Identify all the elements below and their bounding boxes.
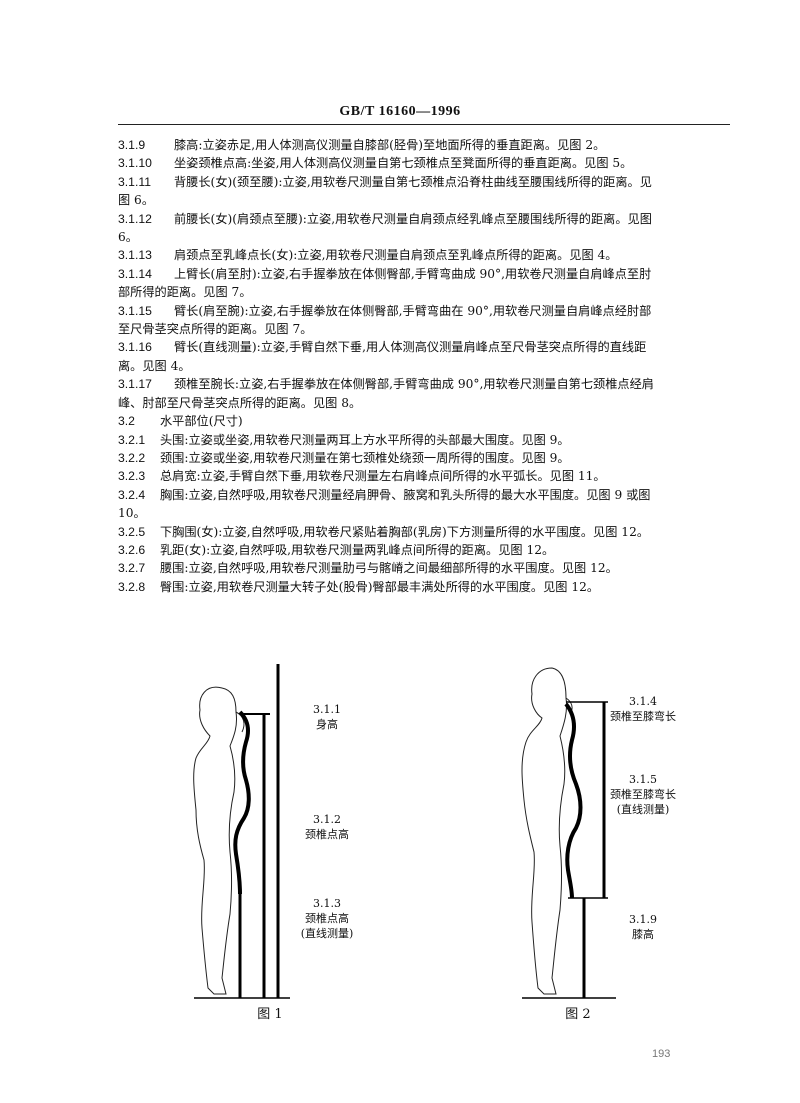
- clause-3-1-9: 3.1.9 膝高:立姿赤足,用人体测高仪测量自膝部(胫骨)至地面所得的垂直距离。见…: [118, 136, 732, 154]
- clause-3-2-1: 3.2.1 头围:立姿或坐姿,用软卷尺测量两耳上方水平所得的头部最大围度。见图 9…: [118, 431, 732, 449]
- clause-text: 乳距(女):立姿,自然呼吸,用软卷尺测量两乳峰点间所得的距离。见图 12。: [160, 542, 555, 557]
- clause-text: 臂长(肩至腕):立姿,右手握拳放在体侧臀部,手臂弯曲在 90°,用软卷尺测量自肩…: [174, 303, 652, 318]
- clause-3-2-2: 3.2.2 颈围:立姿或坐姿,用软卷尺测量在第七颈椎处绕颈一周所得的围度。见图 9…: [118, 449, 732, 467]
- clause-number: 3.1.14: [118, 266, 152, 281]
- label-name: 颈椎点高: [305, 828, 349, 841]
- clause-3-1-15: 3.1.15 臂长(肩至腕):立姿,右手握拳放在体侧臀部,手臂弯曲在 90°,用软…: [118, 302, 732, 339]
- clause-3-2-8: 3.2.8 臀围:立姿,用软卷尺测量大转子处(股骨)臀部最丰满处所得的水平围度。见…: [118, 578, 732, 596]
- body-text: 3.1.9 膝高:立姿赤足,用人体测高仪测量自膝部(胫骨)至地面所得的垂直距离。见…: [118, 136, 732, 596]
- spine-line: [564, 702, 583, 899]
- page-header: GB/T 16160—1996: [339, 104, 461, 119]
- clause-number: 3.2.5: [118, 524, 146, 539]
- clause-number: 3.2.3: [118, 469, 146, 484]
- clause-number: 3.1.16: [118, 340, 152, 355]
- figure-1-caption: 图 1: [257, 1007, 283, 1022]
- spine-line: [233, 710, 251, 895]
- clause-3-2-5: 3.2.5 下胸围(女):立姿,自然呼吸,用软卷尺紧贴着胸部(乳房)下方测量所得的…: [118, 523, 732, 541]
- clause-text: 上臂长(肩至肘):立姿,右手握拳放在体侧臀部,手臂弯曲成 90°,用软卷尺测量自…: [174, 266, 652, 281]
- clause-3-1-12: 3.1.12 前腰长(女)(肩颈点至腰):立姿,用软卷尺测量自肩颈点经乳峰点至腰围…: [118, 210, 732, 247]
- clause-3-2-4: 3.2.4 胸围:立姿,自然呼吸,用软卷尺测量经肩胛骨、腋窝和乳头所得的最大水平围…: [118, 486, 732, 523]
- label-3-1-1: 3.1.1 身高: [282, 702, 372, 732]
- clause-number: 3.1.17: [118, 377, 152, 392]
- clause-text-cont: 离。见图 4。: [118, 358, 191, 373]
- clause-text: 前腰长(女)(肩颈点至腰):立姿,用软卷尺测量自肩颈点经乳峰点至腰围线所得的距离…: [174, 211, 652, 226]
- clause-3-1-10: 3.1.10 坐姿颈椎点高:坐姿,用人体测高仪测量自第七颈椎点至凳面所得的垂直距离…: [118, 154, 732, 172]
- label-3-1-5: 3.1.5 颈椎至膝弯长 (直线测量): [598, 772, 688, 817]
- label-3-1-9: 3.1.9 膝高: [598, 912, 688, 942]
- clause-number: 3.2.4: [118, 487, 146, 502]
- clause-text-cont: 图 6。: [118, 193, 155, 208]
- clause-text: 腰围:立姿,自然呼吸,用软卷尺测量肋弓与髂嵴之间最细部所得的水平围度。见图 12…: [160, 561, 618, 576]
- label-name: 颈椎点高: [305, 912, 349, 925]
- clause-number: 3.2.1: [118, 432, 146, 447]
- page-number: 193: [652, 1048, 671, 1060]
- figure-2-drawing: [521, 667, 616, 999]
- clause-3-2-6: 3.2.6 乳距(女):立姿,自然呼吸,用软卷尺测量两乳峰点间所得的距离。见图 1…: [118, 541, 732, 559]
- clause-text: 臂长(直线测量):立姿,手臂自然下垂,用人体测高仪测量肩峰点至尺骨茎突点所得的直…: [174, 340, 647, 355]
- clause-text: 臀围:立姿,用软卷尺测量大转子处(股骨)臀部最丰满处所得的水平围度。见图 12。: [160, 579, 600, 594]
- back-head-line: [235, 711, 245, 733]
- clause-text: 背腰长(女)(颈至腰):立姿,用软卷尺测量自第七颈椎点沿脊柱曲线至腰围线所得的距…: [174, 174, 652, 189]
- clause-number: 3.1.13: [118, 248, 152, 263]
- clause-text: 坐姿颈椎点高:坐姿,用人体测高仪测量自第七颈椎点至凳面所得的垂直距离。见图 5。: [174, 156, 633, 171]
- clause-3-1-11: 3.1.11 背腰长(女)(颈至腰):立姿,用软卷尺测量自第七颈椎点沿脊柱曲线至腰…: [118, 173, 732, 210]
- body-outline: [193, 686, 237, 995]
- clause-text: 总肩宽:立姿,手臂自然下垂,用软卷尺测量左右肩峰点间所得的水平弧长。见图 11。: [160, 469, 606, 484]
- clause-number: 3.2.7: [118, 561, 146, 576]
- label-3-1-2: 3.1.2 颈椎点高: [282, 812, 372, 842]
- clause-text: 颈椎至腕长:立姿,右手握拳放在体侧臀部,手臂弯曲成 90°,用软卷尺测量自第七颈…: [174, 377, 654, 392]
- label-code: 3.1.9: [629, 913, 657, 926]
- label-name: 膝高: [632, 928, 654, 941]
- label-name: 身高: [316, 718, 338, 731]
- clause-number: 3.1.12: [118, 211, 152, 226]
- clause-3-1-14: 3.1.14 上臂长(肩至肘):立姿,右手握拳放在体侧臀部,手臂弯曲成 90°,用…: [118, 265, 732, 302]
- clause-text: 肩颈点至乳峰点长(女):立姿,用软卷尺测量自肩颈点至乳峰点所得的距离。见图 4。: [174, 248, 618, 263]
- section-3-2: 3.2 水平部位(尺寸): [118, 412, 732, 430]
- label-3-1-4: 3.1.4 颈椎至膝弯长: [598, 694, 688, 724]
- section-title: 水平部位(尺寸): [160, 414, 243, 429]
- clause-number: 3.2.2: [118, 450, 146, 465]
- clause-text: 颈围:立姿或坐姿,用软卷尺测量在第七颈椎处绕颈一周所得的围度。见图 9。: [160, 450, 570, 465]
- clause-text-cont: 6。: [118, 230, 138, 245]
- clause-text: 膝高:立姿赤足,用人体测高仪测量自膝部(胫骨)至地面所得的垂直距离。见图 2。: [174, 138, 606, 152]
- clause-number: 3.2.8: [118, 579, 146, 594]
- label-code: 3.1.1: [313, 703, 341, 716]
- clause-3-2-3: 3.2.3 总肩宽:立姿,手臂自然下垂,用软卷尺测量左右肩峰点间所得的水平弧长。见…: [118, 467, 732, 485]
- clause-text-cont: 至尺骨茎突点所得的距离。见图 7。: [118, 322, 313, 337]
- clause-text-cont: 峰、肘部至尺骨茎突点所得的距离。见图 8。: [118, 395, 362, 410]
- clause-3-2-7: 3.2.7 腰围:立姿,自然呼吸,用软卷尺测量肋弓与髂嵴之间最细部所得的水平围度。…: [118, 559, 732, 577]
- figure-2-caption: 图 2: [565, 1007, 591, 1022]
- clause-3-1-16: 3.1.16 臂长(直线测量):立姿,手臂自然下垂,用人体测高仪测量肩峰点至尺骨茎…: [118, 338, 732, 375]
- label-note: (直线测量): [300, 927, 354, 940]
- header-rule: [118, 124, 730, 125]
- clause-number: 3.1.15: [118, 303, 152, 318]
- body-outline: [521, 667, 567, 995]
- label-code: 3.1.5: [629, 773, 657, 786]
- clause-number: 3.1.9: [118, 138, 146, 152]
- label-code: 3.1.4: [629, 695, 657, 708]
- clause-text-cont: 10。: [118, 506, 146, 521]
- label-name: 颈椎至膝弯长: [610, 710, 676, 723]
- figure-1: 3.1.1 身高 3.1.2 颈椎点高 3.1.3 颈椎点高 (直线测量): [170, 660, 400, 1000]
- clause-number: 3.2.6: [118, 542, 146, 557]
- clause-text: 头围:立姿或坐姿,用软卷尺测量两耳上方水平所得的头部最大围度。见图 9。: [160, 432, 570, 447]
- clause-3-1-17: 3.1.17 颈椎至腕长:立姿,右手握拳放在体侧臀部,手臂弯曲成 90°,用软卷尺…: [118, 375, 732, 412]
- label-3-1-3: 3.1.3 颈椎点高 (直线测量): [282, 896, 372, 941]
- label-name: 颈椎至膝弯长: [610, 788, 676, 801]
- clause-text-cont: 部所得的距离。见图 7。: [118, 285, 252, 300]
- clause-text: 胸围:立姿,自然呼吸,用软卷尺测量经肩胛骨、腋窝和乳头所得的最大水平围度。见图 …: [160, 487, 651, 502]
- label-code: 3.1.2: [313, 813, 341, 826]
- clause-number: 3.1.10: [118, 156, 152, 171]
- figure-1-drawing: [193, 664, 290, 999]
- clause-3-1-13: 3.1.13 肩颈点至乳峰点长(女):立姿,用软卷尺测量自肩颈点至乳峰点所得的距离…: [118, 246, 732, 264]
- clause-text: 下胸围(女):立姿,自然呼吸,用软卷尺紧贴着胸部(乳房)下方测量所得的水平围度。…: [160, 524, 650, 539]
- section-number: 3.2: [118, 414, 135, 429]
- clause-number: 3.1.11: [118, 174, 151, 189]
- label-code: 3.1.3: [313, 897, 341, 910]
- figure-2: 3.1.4 颈椎至膝弯长 3.1.5 颈椎至膝弯长 (直线测量) 3.1.9 膝…: [500, 660, 720, 1000]
- label-note: (直线测量): [616, 803, 670, 816]
